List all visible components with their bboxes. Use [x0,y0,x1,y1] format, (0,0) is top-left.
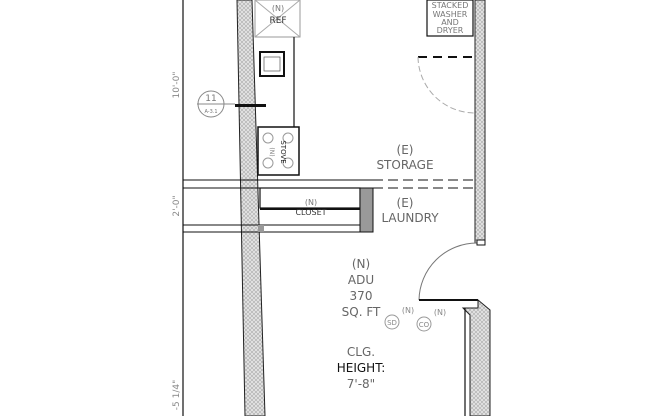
storage-door[interactable] [417,56,476,114]
svg-text:CO: CO [419,321,430,329]
svg-text:AND: AND [441,18,459,27]
laundry-label: LAUNDRY [381,211,439,225]
svg-text:REF: REF [269,16,286,26]
range-stove: (N) STOVE [257,126,300,176]
svg-text:DRYER: DRYER [437,26,464,35]
svg-text:WASHER: WASHER [433,10,468,19]
exterior-wall-right-lower [461,298,491,416]
dimension-10ft: 10'-0" [172,71,182,98]
svg-text:CLOSET: CLOSET [295,208,326,217]
exterior-wall-right [474,0,486,244]
laundry-tag: (E) [397,196,414,210]
adu-tag: (N) [352,257,370,271]
smoke-detector-symbol: SD (N) [384,306,414,330]
ceiling-label: CLG. [347,345,375,359]
svg-text:STOVE: STOVE [279,140,287,163]
ceiling-height: 7'-8" [347,377,375,391]
svg-text:(N): (N) [268,147,275,156]
svg-text:11: 11 [205,94,216,104]
svg-text:A-3.1: A-3.1 [204,109,217,115]
co-detector-symbol: CO (N) [416,308,446,332]
svg-text:SD: SD [387,319,397,327]
svg-text:(N): (N) [434,308,446,317]
detail-callout: 11 A-3.1 [197,90,266,118]
svg-text:(N): (N) [402,306,414,315]
adu-area: 370 [350,289,373,303]
dimension-5-1-4: -5 1/4" [172,380,182,410]
svg-text:(N): (N) [272,4,284,13]
stacked-washer-dryer: STACKED WASHER AND DRYER [426,0,474,37]
storage-tag: (E) [397,143,414,157]
svg-text:(N): (N) [305,198,317,207]
adu-name: ADU [348,273,374,287]
adu-area-unit: SQ. FT [342,305,381,319]
refrigerator: (N) REF [254,0,301,38]
entry-door[interactable] [418,239,486,301]
dimension-2ft: 2'-0" [172,195,182,216]
storage-label: STORAGE [376,158,433,172]
sink [259,51,285,77]
height-label: HEIGHT: [337,361,386,375]
svg-text:STACKED: STACKED [432,1,469,10]
closet[interactable]: (N) CLOSET [183,187,374,233]
